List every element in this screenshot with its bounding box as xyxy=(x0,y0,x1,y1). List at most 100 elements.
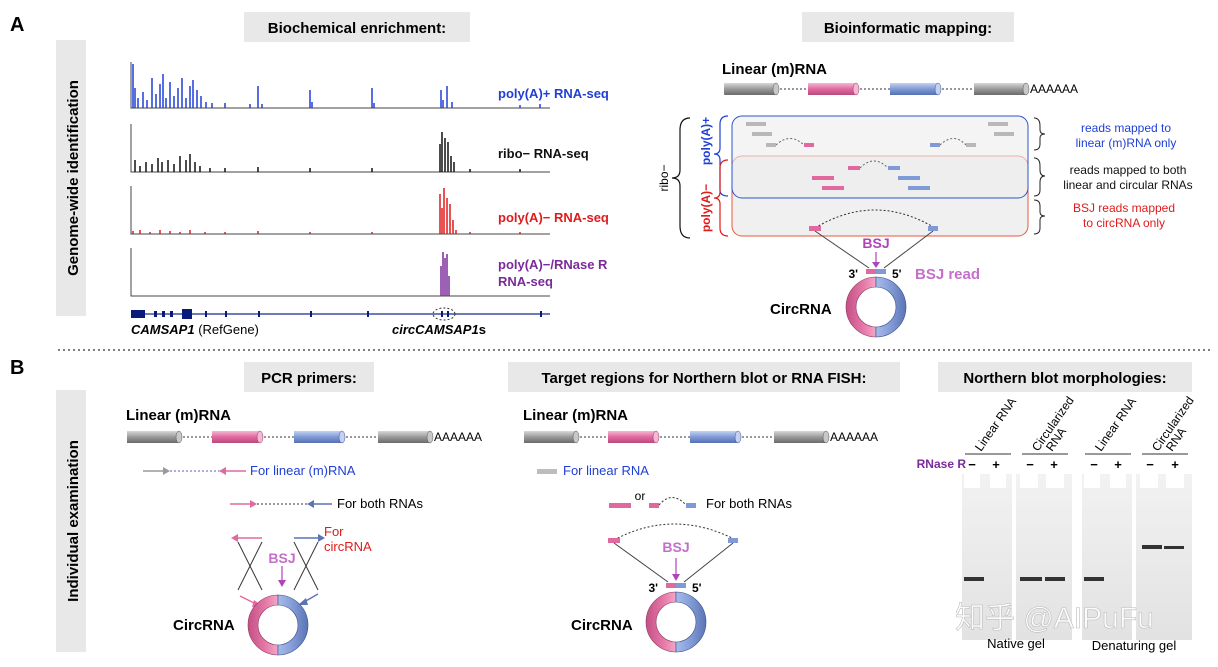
exon-gray-2 xyxy=(974,83,1026,95)
bioinfo-bsj-read-label: BSJ read xyxy=(915,266,980,283)
polyA-plus-label: poly(A)+ xyxy=(699,117,713,165)
target-both-probe xyxy=(609,497,696,508)
polyA-minus-label: poly(A)− xyxy=(699,184,713,232)
panel-b-letter: B xyxy=(10,357,24,379)
northern-gels xyxy=(962,474,1192,640)
pcr-primer-circ-label-1: For xyxy=(324,524,344,539)
rnase-plus-sign: + xyxy=(1171,457,1179,472)
pcr-polya-tail: AAAAAA xyxy=(434,430,482,444)
gene-label: CAMSAP1 (RefGene) xyxy=(131,322,259,337)
band-linear-denaturing xyxy=(1084,577,1104,581)
rnase-plus-sign: + xyxy=(1050,457,1058,472)
gene-suffix: (RefGene) xyxy=(195,322,259,337)
pcr-linear-label: Linear (m)RNA xyxy=(126,407,231,424)
track-label-4-line2: RNA-seq xyxy=(498,274,553,289)
rnase-minus-sign: − xyxy=(968,457,976,472)
track-label-1: poly(A)+ RNA-seq xyxy=(498,86,609,101)
denaturing-gel-label: Denaturing gel xyxy=(1092,638,1177,653)
target-title: Target regions for Northern blot or RNA … xyxy=(542,370,867,387)
note-linear-only-2: linear (m)RNA only xyxy=(1076,136,1177,150)
band-circ-denaturing-minus xyxy=(1142,545,1162,549)
note-both-2: linear and circular RNAs xyxy=(1063,178,1192,192)
note-both-1: reads mapped to both xyxy=(1070,163,1187,177)
native-gel-label: Native gel xyxy=(987,636,1045,651)
target-bsj-label: BSJ xyxy=(662,539,689,555)
polyA-minus-bracket xyxy=(713,159,729,237)
bioinfo-title: Bioinformatic mapping: xyxy=(824,20,992,37)
track-rnaseR-peaks xyxy=(440,252,450,296)
note-bsj-1: BSJ reads mapped xyxy=(1073,201,1175,215)
panel-a-side-label-bg xyxy=(56,40,86,316)
track-polyA-minus-peaks xyxy=(132,188,521,234)
pcr-bsj-label: BSJ xyxy=(268,550,295,566)
rnase-plus-sign: + xyxy=(992,457,1000,472)
note-braces xyxy=(1033,117,1046,235)
reads xyxy=(746,122,1014,190)
gene-name: CAMSAP1 xyxy=(131,322,195,337)
track-frame-3 xyxy=(130,186,550,235)
track-polyA-plus-peaks xyxy=(132,64,541,108)
target-linear-mrna xyxy=(524,430,830,444)
gel-lane-1 xyxy=(962,474,1012,640)
pcr-primer-linear-label: For linear (m)RNA xyxy=(250,463,356,478)
band-circ-native-minus xyxy=(1020,577,1042,581)
band-linear-native xyxy=(964,577,984,581)
exon-blue xyxy=(890,83,938,95)
target-three-prime: 3' xyxy=(648,581,658,595)
bioinfo-three-prime: 3' xyxy=(848,267,858,281)
band-circ-denaturing-plus xyxy=(1164,546,1184,549)
target-for-both-label: For both RNAs xyxy=(706,496,792,511)
bioinfo-polya-tail: AAAAAA xyxy=(1030,82,1078,96)
note-linear-only-1: reads mapped to xyxy=(1081,121,1171,135)
lane-header-3: Linear RNA xyxy=(1092,395,1139,454)
biochem-title: Biochemical enrichment: xyxy=(268,20,446,37)
track-frame-2 xyxy=(130,124,550,173)
panel-b-side-label-bg xyxy=(56,390,86,652)
circ-gene-name: circCAMSAP1 xyxy=(392,322,479,337)
track-frame-4 xyxy=(130,248,550,297)
gel-lane-4 xyxy=(1136,474,1192,640)
target-circrna-label: CircRNA xyxy=(571,617,633,634)
pcr-circrna-ring xyxy=(247,594,309,656)
track-ribo-minus-peaks xyxy=(134,132,521,172)
exon-pink xyxy=(808,83,856,95)
target-circrna-ring xyxy=(645,591,707,653)
bioinfo-bsj-label: BSJ xyxy=(862,235,889,251)
bioinfo-bsj-read xyxy=(809,209,938,274)
northern-rnase-label: RNase R xyxy=(917,457,967,471)
ribo-label: ribo− xyxy=(657,164,671,191)
bioinfo-group-brackets xyxy=(671,115,729,239)
lane-header-1: Linear RNA xyxy=(972,395,1019,454)
bioinfo-circrna-label: CircRNA xyxy=(770,301,832,318)
circ-gene-suffix: s xyxy=(479,322,486,337)
gene-model xyxy=(131,307,550,321)
target-linear-probe xyxy=(537,469,557,474)
pcr-title: PCR primers: xyxy=(261,370,357,387)
track-label-4: poly(A)−/RNase R xyxy=(498,257,608,272)
panel-a-side-label: Genome-wide identification xyxy=(65,80,82,276)
watermark: 知乎 @AIPuFu xyxy=(955,602,1154,635)
target-five-prime: 5' xyxy=(692,581,702,595)
circ-gene-label: circCAMSAP1s xyxy=(392,322,486,337)
northern-rnase-signs: −+−+−+−+ xyxy=(968,457,1179,472)
target-linear-label: Linear (m)RNA xyxy=(523,407,628,424)
bioinfo-linear-mrna xyxy=(724,82,1030,96)
pcr-circrna-label: CircRNA xyxy=(173,617,235,634)
target-title-bg xyxy=(508,362,900,392)
target-or-label: or xyxy=(635,489,646,503)
band-circ-native-plus xyxy=(1045,577,1065,581)
target-bsj-probe xyxy=(608,523,738,588)
biochem-title-bg xyxy=(244,12,470,42)
rnase-minus-sign: − xyxy=(1026,457,1034,472)
panel-a-letter: A xyxy=(10,14,24,36)
pcr-primer-both xyxy=(230,500,332,508)
target-for-linear-label: For linear RNA xyxy=(563,463,649,478)
pcr-primer-circ xyxy=(231,534,325,607)
gel-lane-2 xyxy=(1016,474,1072,640)
gel-lane-3 xyxy=(1082,474,1132,640)
track-frames xyxy=(130,62,550,297)
exon-gray-1 xyxy=(724,83,776,95)
bioinfo-five-prime: 5' xyxy=(892,267,902,281)
